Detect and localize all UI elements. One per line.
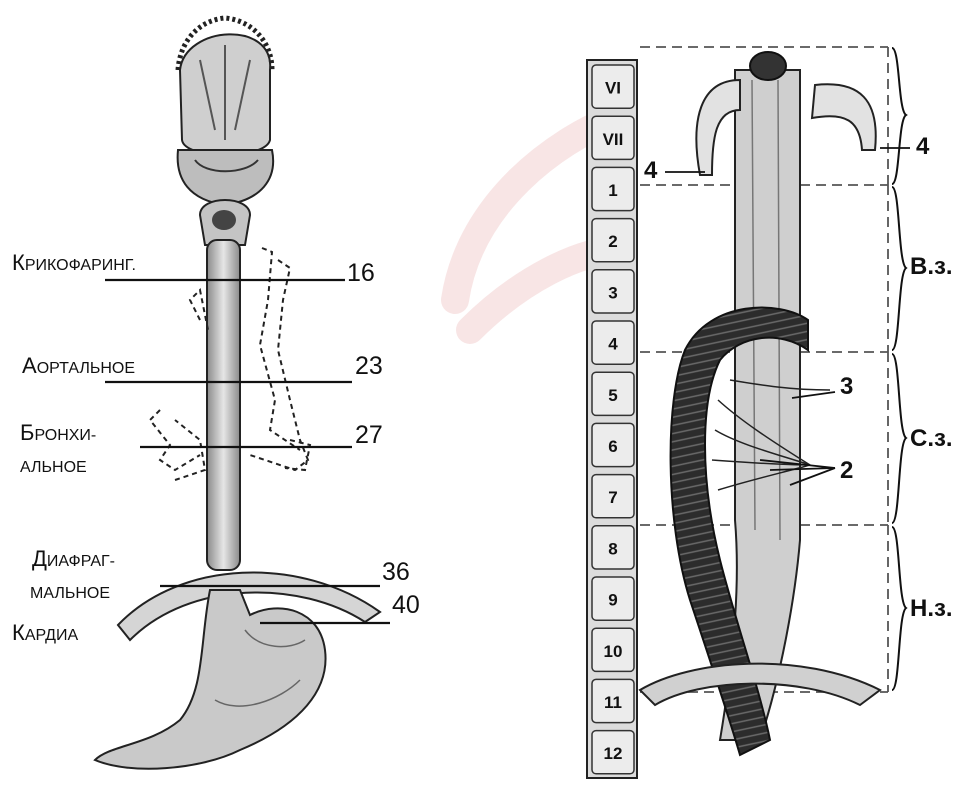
vertebra-label: 12 — [604, 744, 623, 763]
cm-23: 23 — [355, 352, 383, 380]
vertebra-label: 9 — [608, 591, 617, 610]
cm-40: 40 — [392, 591, 420, 619]
label-bronchial: БРОНХИ- — [20, 420, 96, 445]
label-diaphragmatic: ДИАФРАГ- — [32, 546, 115, 571]
vertebra-label: 11 — [604, 693, 622, 712]
marker-4-right: 4 — [916, 133, 930, 160]
segment-upper: В.з. — [910, 253, 953, 280]
vertebra-label: 8 — [608, 539, 617, 558]
left-panel-esophagus-constrictions: КРИКОФАРИНГ. 16 АОРТАЛЬНОЕ 23 БРОНХИ- АЛ… — [12, 18, 420, 769]
label-aortic: АОРТАЛЬНОЕ — [22, 353, 135, 378]
segment-middle: С.з. — [910, 425, 953, 452]
vertebra-label: 5 — [608, 386, 617, 405]
label-diaphragmatic-line2: МАЛЬНОЕ — [30, 585, 110, 602]
marker-2: 2 — [840, 457, 853, 484]
label-cricopharyngeal: КРИКОФАРИНГ. — [12, 250, 136, 275]
vertebra-label: VII — [603, 130, 624, 149]
segment-lower: Н.з. — [910, 595, 953, 622]
cm-27: 27 — [355, 421, 383, 449]
vertebra-label: 10 — [604, 642, 623, 661]
vertebra-label: 6 — [608, 437, 617, 456]
vertebra-label: 1 — [608, 181, 617, 200]
vertebra-label: 2 — [608, 232, 617, 251]
cm-16: 16 — [347, 259, 375, 287]
esophagus-tube — [207, 240, 240, 570]
marker-3: 3 — [840, 373, 853, 400]
segment-braces — [892, 48, 906, 690]
label-bronchial-line2: АЛЬНОЕ — [20, 459, 87, 476]
constriction-lines — [105, 280, 390, 623]
vertebra-label: 7 — [608, 488, 617, 507]
pharynx-illustration — [178, 18, 274, 245]
vertebra-label: 4 — [608, 335, 618, 354]
vertebra-label: 3 — [608, 283, 617, 302]
marker-4-left: 4 — [644, 157, 658, 184]
label-cardia: КАРДИА — [12, 620, 78, 645]
cm-36: 36 — [382, 558, 410, 586]
vertebra-label: VI — [605, 79, 621, 98]
